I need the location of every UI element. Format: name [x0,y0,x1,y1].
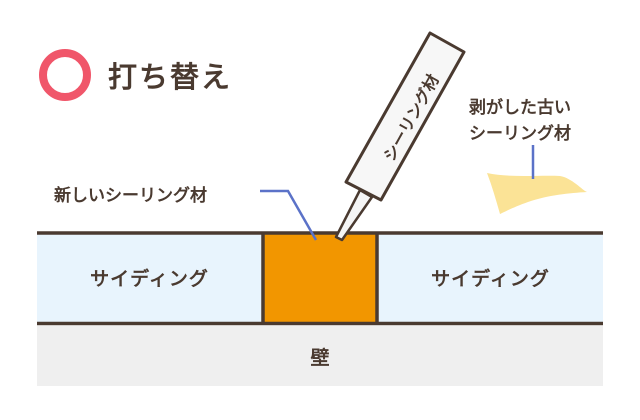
siding-right-label: サイディング [431,268,550,290]
title-marker-circle [39,49,91,101]
old-sealant-shape [487,173,587,214]
old-sealant-label-line1: 剥がした古い [469,98,571,118]
page-title: 打ち替え [108,60,233,94]
caulk-tube [344,31,466,202]
old-sealant-label-line2: シーリング材 [469,124,571,144]
siding-left: サイディング [37,232,262,323]
wall: 壁 [37,326,603,386]
new-sealant-joint [262,232,378,323]
wall-label: 壁 [310,346,330,369]
siding-left-label: サイディング [90,268,209,290]
siding-right: サイディング [378,232,603,323]
new-sealant-label: 新しいシーリング材 [54,186,207,206]
new-sealant-leader [260,189,318,241]
